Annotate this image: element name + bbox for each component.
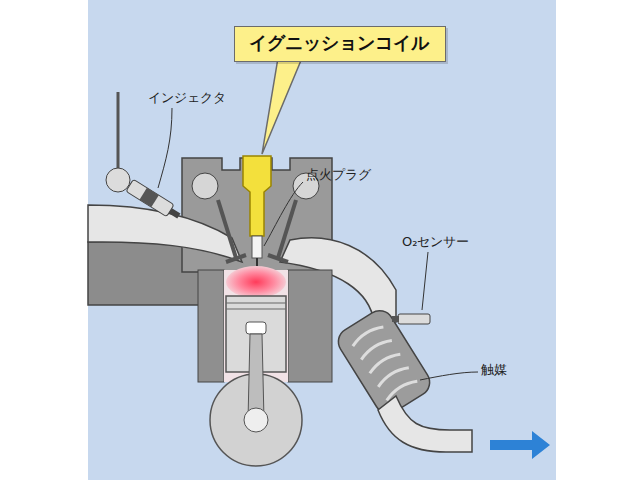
tail-pipe xyxy=(378,396,472,452)
leader-line xyxy=(158,108,172,188)
ignition-coil xyxy=(243,156,271,236)
piston-ring xyxy=(226,309,286,310)
intake-valve xyxy=(218,200,236,258)
leader-line xyxy=(264,182,303,246)
intake-cam xyxy=(192,173,218,199)
part-label: 触媒 xyxy=(481,362,507,378)
crank-pin xyxy=(244,408,268,432)
callout-box: イグニッションコイル xyxy=(234,26,446,62)
o2-sensor xyxy=(398,314,430,324)
catalyst xyxy=(333,305,435,418)
part-label: 点火プラグ xyxy=(306,167,371,183)
spark-plug xyxy=(252,236,262,258)
exhaust-valve xyxy=(278,200,296,258)
leader-line xyxy=(422,252,428,310)
flow-arrow xyxy=(490,431,550,459)
fuel-rail xyxy=(106,168,130,192)
part-label: O₂センサー xyxy=(402,234,469,250)
background-panel xyxy=(88,0,556,480)
callout-title: イグニッションコイル xyxy=(249,32,431,54)
plug-electrode xyxy=(256,258,258,266)
injector xyxy=(126,179,183,222)
piston-ring xyxy=(226,303,286,304)
combustion-flame xyxy=(226,266,286,298)
connecting-rod xyxy=(248,334,264,420)
part-label: インジェクタ xyxy=(148,90,226,106)
exhaust-valve-head xyxy=(268,255,288,262)
intake-valve-head xyxy=(226,255,246,262)
o2-sensor-tip xyxy=(392,316,399,322)
fuel-line xyxy=(117,92,120,168)
piston-pin xyxy=(246,322,266,334)
callout-pointer xyxy=(262,58,302,154)
cylinder-wall xyxy=(198,270,224,382)
leader-line xyxy=(420,372,478,380)
cylinder-wall xyxy=(288,270,332,382)
